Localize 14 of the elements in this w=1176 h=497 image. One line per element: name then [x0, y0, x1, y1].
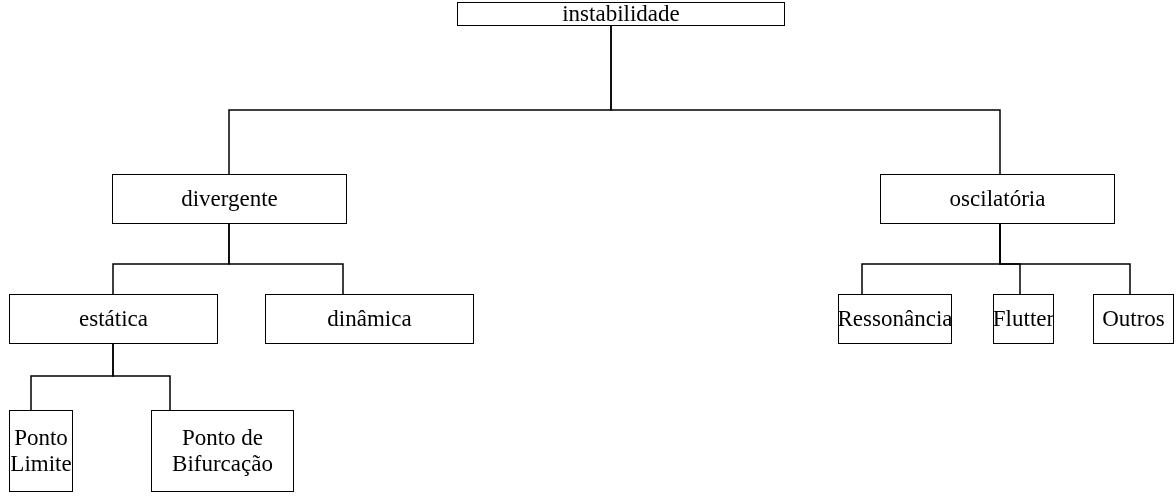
- node-box: oscilatória: [880, 174, 1115, 224]
- node-box: Ponto Limite: [9, 410, 73, 492]
- node-box: divergente: [112, 174, 347, 224]
- node-box: estática: [9, 294, 218, 344]
- node-box: Outros: [1093, 294, 1174, 344]
- node-box: Ponto de Bifurcação: [151, 410, 294, 492]
- connector-line: [610, 25, 1001, 175]
- connector-line: [112, 343, 171, 411]
- node-box: instabilidade: [457, 2, 785, 26]
- connector-line: [999, 223, 1131, 295]
- node-box: dinâmica: [265, 294, 474, 344]
- node-box: Ressonância: [838, 294, 952, 344]
- node-box: Flutter: [993, 294, 1054, 344]
- connector-line: [228, 223, 344, 295]
